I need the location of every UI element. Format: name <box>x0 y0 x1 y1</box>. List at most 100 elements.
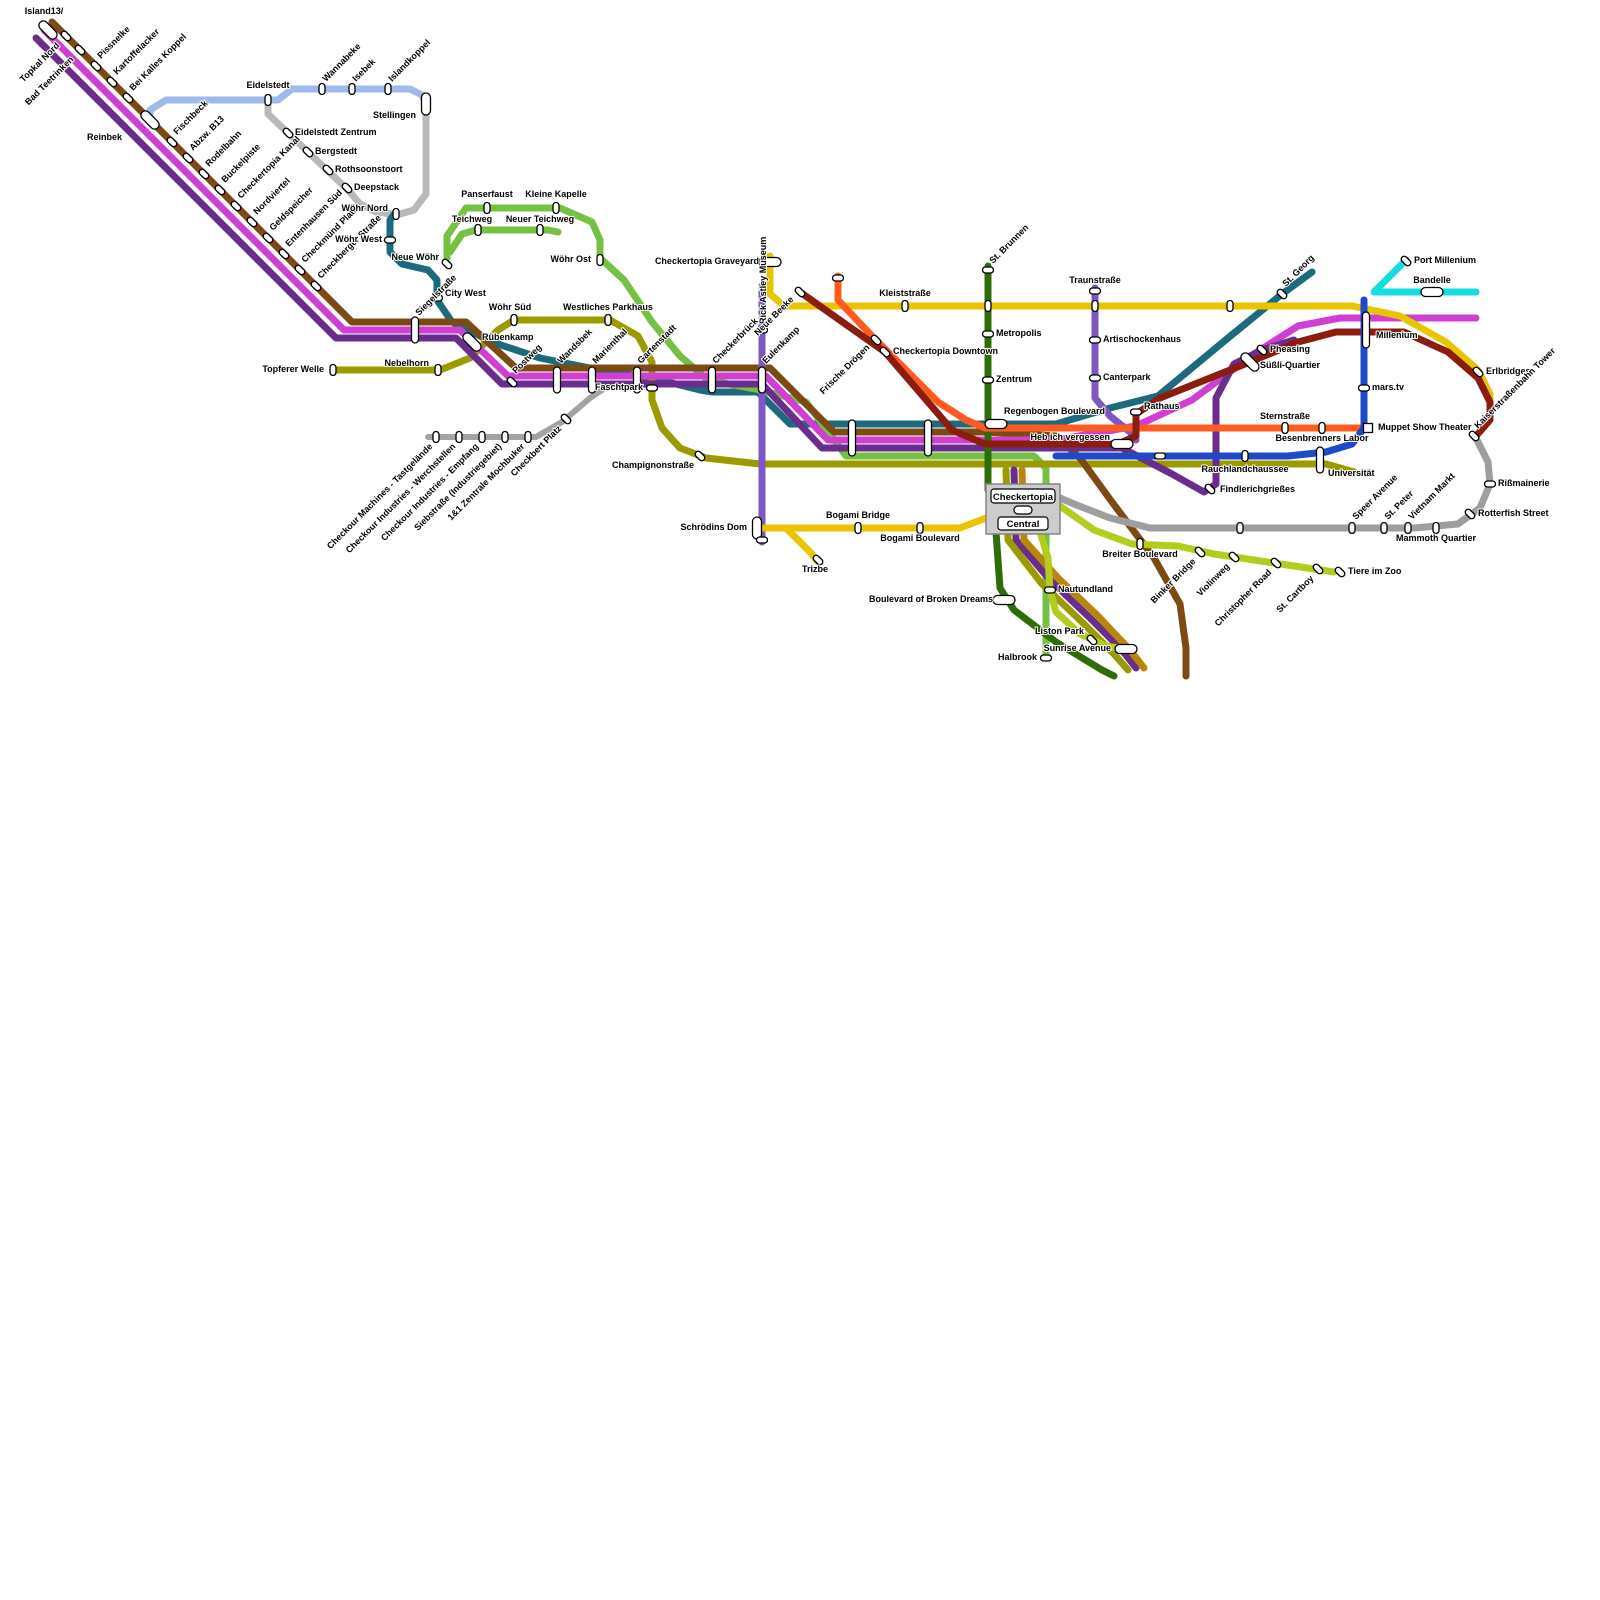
station-checkour-industries-werchstellen <box>455 430 463 444</box>
station-buckelpiste <box>214 184 226 196</box>
station-canterpark <box>1088 374 1102 382</box>
line-purple <box>32 34 1298 496</box>
station-frische-drögen <box>870 334 882 346</box>
station-findlerichgrießes <box>1204 483 1216 495</box>
station-topkal-nord <box>60 30 72 42</box>
station-rotterfish-street <box>1464 508 1476 520</box>
station-rick-astley-museum <box>755 326 769 334</box>
station-topferer-welle <box>329 363 337 377</box>
line-olive <box>329 316 1358 476</box>
station-boulevard-of-broken-dreams <box>992 594 1016 606</box>
label-st.-cartboy: St. Cartboy <box>1274 573 1315 614</box>
line-blue <box>1052 296 1368 460</box>
station-eidelstedt <box>264 93 272 107</box>
label-checkertopia-downtown: Checkertopia Downtown <box>893 346 998 356</box>
label-pheasing: Pheasing <box>1270 344 1310 354</box>
station-siebstraße-industriegebiet <box>501 430 509 444</box>
station-deepstack <box>341 182 353 194</box>
station-rauchlandchaussee <box>1241 449 1249 463</box>
line-lime-south <box>1036 528 1128 653</box>
line-orange <box>834 272 1370 432</box>
label-eidelstedt: Eidelstedt <box>246 80 289 90</box>
label-süßli-quartier: Süßli-Quartier <box>1260 360 1321 370</box>
line-gray-north <box>384 108 430 218</box>
station-heb-ich-vergessen <box>1110 438 1134 450</box>
label-halbrook: Halbrook <box>998 652 1038 662</box>
label-sunrise-avenue: Sunrise Avenue <box>1044 643 1111 653</box>
station-mars.tv <box>1357 384 1371 392</box>
station-1&1-zentrale-mochbuker <box>524 430 532 444</box>
label-erlbridges: Erlbridges <box>1486 366 1531 376</box>
station-tiere-im-zoo <box>1334 566 1346 578</box>
label-westliches-parkhaus: Westliches Parkhaus <box>563 302 653 312</box>
station-checkertopia-downtown <box>879 346 891 358</box>
label-sternstraße: Sternstraße <box>1260 411 1310 421</box>
central-station-name-plate-bottom <box>997 516 1049 531</box>
central-station-name-plate-top <box>990 488 1056 504</box>
label-checkertopia-kanal: Checkertopia Kanal <box>235 134 301 200</box>
station-faschtpark <box>645 384 659 392</box>
station-st.-georg <box>1276 288 1288 300</box>
label-boulevard-of-broken-dreams: Boulevard of Broken Dreams <box>869 594 993 604</box>
station-wannabeke <box>318 82 326 96</box>
label-checkerbrück: Checkerbrück <box>710 315 760 365</box>
label-rathaus: Rathaus <box>1144 401 1180 411</box>
line-maroon <box>796 288 1494 448</box>
label-rotterfish-street: Rotterfish Street <box>1478 508 1549 518</box>
label-marienthal: Marienthal <box>590 327 629 366</box>
label-millenium: Millenium <box>1376 330 1418 340</box>
label-checkertopia-graveyard: Checkertopia Graveyard <box>655 256 759 266</box>
label-bogami-bridge: Bogami Bridge <box>826 510 890 520</box>
station-port-millenium <box>1400 255 1412 267</box>
label-rick-astley-museum: Rick Astley Museum <box>758 237 768 324</box>
central-station: Checkertopia Central <box>985 483 1061 535</box>
label-neuer-teichweg: Neuer Teichweg <box>506 214 574 224</box>
station-besenbrenners-labor <box>1318 421 1326 435</box>
station-marker <box>1153 452 1167 460</box>
label-checkour-industries-empfang: Checkour Industries - Empfang <box>379 441 480 542</box>
station-rübenkamp <box>462 332 482 352</box>
line-medpurple <box>1091 284 1140 444</box>
station-christopher-road <box>1270 557 1282 569</box>
label-bergstedt: Bergstedt <box>315 146 357 156</box>
label-isebek: Isebek <box>350 56 378 84</box>
label-trizbe: Trizbe <box>802 564 828 574</box>
station-checkmünd-platte <box>294 264 306 276</box>
station-isebek <box>348 82 356 96</box>
station-pissnelke <box>90 60 102 72</box>
station-postweg <box>506 376 518 388</box>
label-frische-drögen: Frische Drögen <box>818 342 872 396</box>
label-wöhr-süd: Wöhr Süd <box>489 302 532 312</box>
line-brown <box>48 18 1190 680</box>
label-st.-brunnen: St. Brunnen <box>987 222 1030 265</box>
station-checkbert-platz <box>560 413 572 425</box>
station-wöhr-west <box>383 236 397 244</box>
station-marker <box>923 419 933 457</box>
station-artischockenhaus <box>1088 336 1102 344</box>
station-gartenstadt <box>632 366 642 394</box>
station-champignonstraße <box>694 450 706 462</box>
station-sunrise-avenue <box>1114 643 1138 655</box>
station-zentrum <box>981 376 995 384</box>
label-universität: Universität <box>1328 468 1375 478</box>
station-st.-peter <box>1380 521 1388 535</box>
station-teichweg <box>474 223 482 237</box>
station-panserfaust <box>483 201 491 215</box>
station-kleine-kapelle <box>552 201 560 215</box>
label-rübenkamp: Rübenkamp <box>482 332 534 342</box>
station-halbrook <box>1039 654 1053 662</box>
station-stellingen <box>420 92 432 116</box>
station-trizbe <box>812 554 824 566</box>
station-liston-park <box>1086 634 1098 646</box>
label-canterpark: Canterpark <box>1103 372 1152 382</box>
station-st.-brunnen <box>981 266 995 274</box>
station-nebelhorn <box>434 363 442 377</box>
station-markers <box>38 20 1497 662</box>
label-metropolis: Metropolis <box>996 328 1042 338</box>
station-marker <box>984 299 992 313</box>
line-teal <box>386 208 1316 428</box>
station-marker <box>1236 521 1244 535</box>
label-wöhr-ost: Wöhr Ost <box>551 254 592 264</box>
label-islandkoppel: Islandkoppel <box>386 37 432 83</box>
